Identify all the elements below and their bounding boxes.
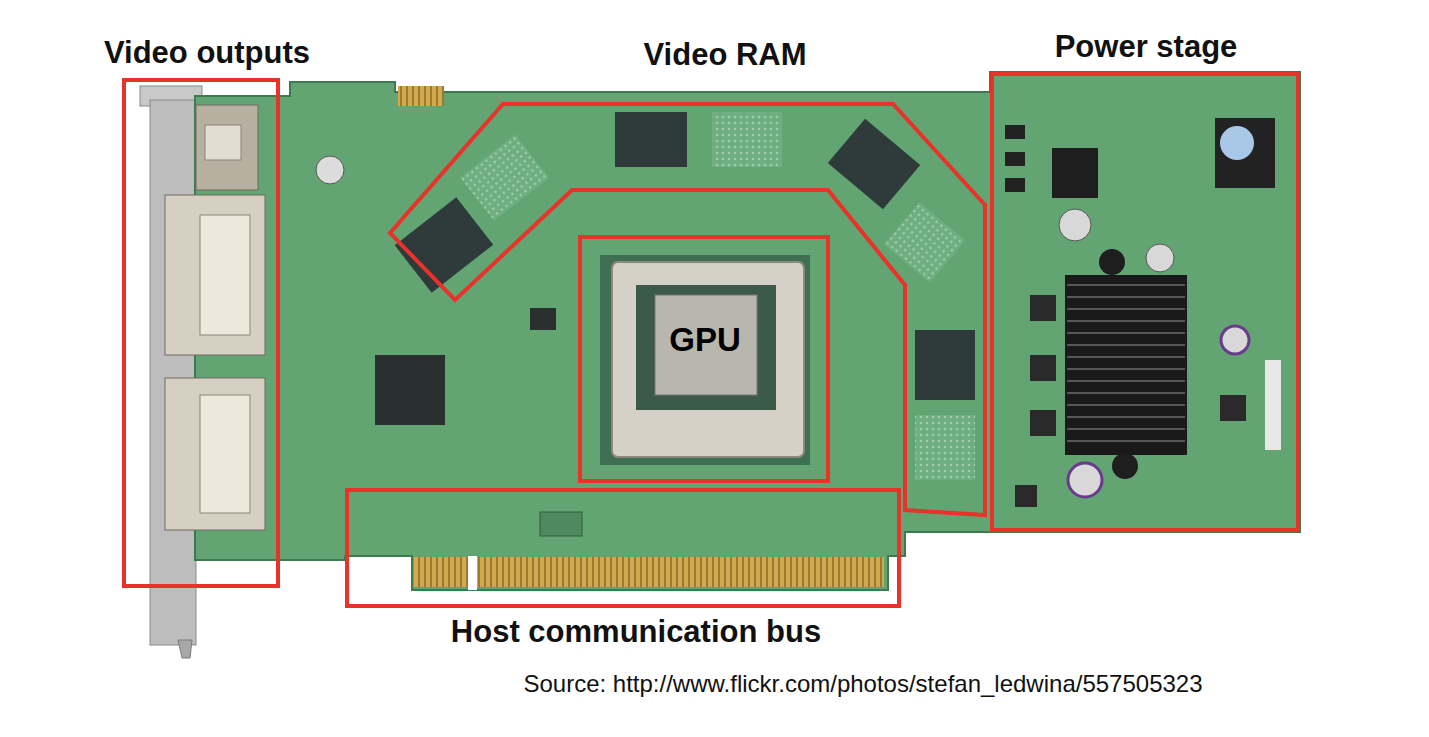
memory-pads: [460, 134, 549, 220]
memory-chip: [828, 119, 920, 210]
gpu-heatspreader: [612, 262, 804, 457]
heatsink-fins: [1067, 285, 1185, 441]
capacitor: [1221, 326, 1249, 354]
dvi-port: [200, 215, 250, 335]
svideo-connector: [196, 105, 258, 190]
memory-pads: [712, 112, 782, 167]
region-box: Host communication bus: [345, 488, 901, 608]
dvi-connector: [165, 195, 265, 355]
capacitor: [1146, 244, 1174, 272]
gpu-package: [636, 285, 776, 410]
mosfet: [1005, 125, 1025, 139]
region-box: GPU: [578, 235, 830, 483]
heatsink-body: [1065, 275, 1187, 455]
board-logo: [540, 512, 582, 536]
memory-chip: [915, 330, 975, 400]
region-outline: [390, 102, 986, 516]
bracket-foot: [178, 640, 192, 658]
source-caption: Source: http://www.flickr.com/photos/ste…: [523, 670, 1202, 699]
gpu-substrate-base: [600, 255, 810, 465]
region-label: Video outputs: [104, 34, 310, 71]
gpu-chip: [600, 255, 810, 465]
inductor: [1015, 485, 1037, 507]
heatsink: [1065, 275, 1187, 455]
inductor: [1030, 410, 1056, 436]
small-chip: [530, 308, 556, 330]
metal-bracket: [140, 86, 202, 658]
inductor: [1220, 395, 1246, 421]
circuit-board: [195, 72, 1300, 590]
video-connectors: [165, 105, 265, 530]
capacitor: [1059, 209, 1091, 241]
gpu-die: [655, 295, 757, 395]
inductor: [1030, 355, 1056, 381]
pcie-fingers: [414, 557, 884, 587]
region-box: Power stage: [990, 72, 1300, 532]
region-box: Video outputs: [122, 78, 280, 588]
inductor: [1052, 148, 1098, 198]
finger-notch: [468, 556, 477, 590]
power-connector: [1215, 118, 1275, 188]
capacitor: [1112, 453, 1138, 479]
memory-pads: [884, 202, 965, 283]
controller-chip: [375, 355, 445, 425]
region-label: Power stage: [1055, 28, 1238, 65]
mosfet: [1005, 178, 1025, 192]
dvi-port: [200, 395, 250, 513]
sticker: [1220, 126, 1254, 160]
memory-chips: [395, 112, 975, 480]
memory-chip: [615, 112, 687, 167]
capacitor: [1068, 463, 1102, 497]
sli-connector: [398, 86, 444, 106]
memory-pads: [915, 415, 975, 480]
bracket-plate: [150, 100, 196, 645]
mosfet: [1005, 152, 1025, 166]
chip-label: GPU: [669, 322, 741, 358]
barcode-label: [1265, 360, 1281, 450]
capacitor: [316, 156, 344, 184]
capacitor: [1099, 249, 1125, 275]
region-outline: Video RAM: [390, 102, 986, 516]
inductor: [1030, 295, 1056, 321]
region-label: Host communication bus: [451, 613, 821, 650]
dvi-connector: [165, 378, 265, 530]
region-outline-path: [390, 104, 985, 515]
region-label: Video RAM: [643, 36, 806, 73]
power-components: [1005, 118, 1281, 507]
svideo-port: [205, 125, 241, 160]
